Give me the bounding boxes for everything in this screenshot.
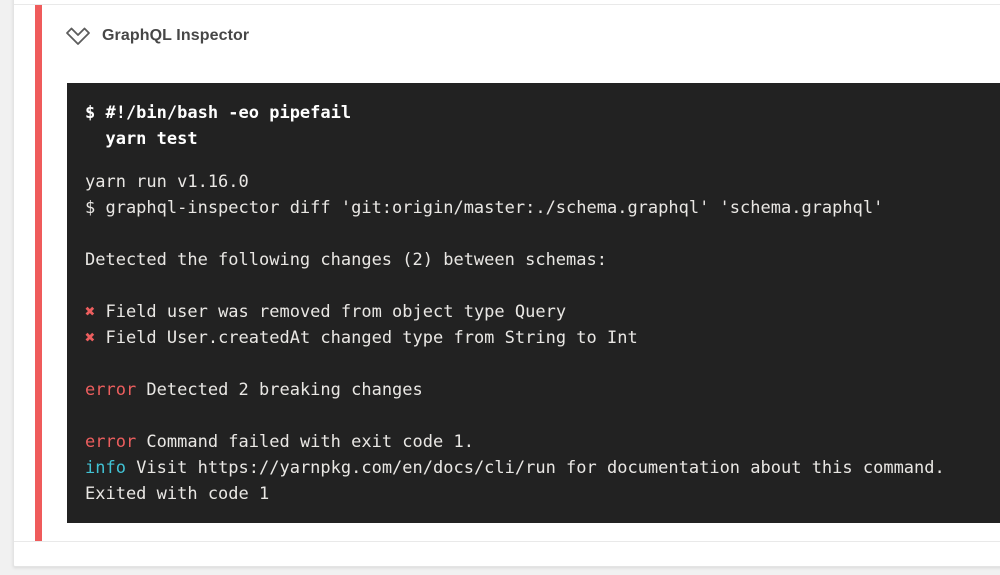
terminal-blank-line — [85, 273, 1000, 299]
terminal-line: Detected the following changes (2) betwe… — [85, 247, 1000, 273]
terminal-text: $ #!/bin/bash -eo pipefail — [85, 103, 352, 123]
terminal-blank-line — [85, 221, 1000, 247]
card-footer-stub — [14, 542, 1000, 566]
error-label: error — [85, 432, 137, 452]
terminal-text: $ graphql-inspector diff 'git:origin/mas… — [85, 198, 884, 218]
terminal-text: yarn run v1.16.0 — [85, 172, 249, 192]
terminal-blank-line — [85, 152, 1000, 169]
terminal-line: $ #!/bin/bash -eo pipefail — [85, 100, 1000, 126]
job-row: GraphQL Inspector $ #!/bin/bash -eo pipe… — [14, 4, 1000, 542]
job-header[interactable]: GraphQL Inspector — [14, 5, 1000, 47]
terminal-line: yarn test — [85, 126, 1000, 152]
terminal-text: Field User.createdAt changed type from S… — [95, 328, 638, 348]
terminal-text: Visit https://yarnpkg.com/en/docs/cli/ru… — [125, 458, 945, 478]
breaking-change-cross-icon: ✖ — [85, 328, 96, 348]
terminal-text: Command failed with exit code 1. — [136, 432, 474, 452]
terminal-line: yarn run v1.16.0 — [85, 169, 1000, 195]
terminal-line: $ graphql-inspector diff 'git:origin/mas… — [85, 195, 1000, 221]
terminal-blank-line — [85, 351, 1000, 377]
terminal-line: ✖ Field User.createdAt changed type from… — [85, 325, 1000, 351]
terminal-output-panel: $ #!/bin/bash -eo pipefail yarn test yarn… — [67, 83, 1000, 523]
terminal-text: Field user was removed from object type … — [95, 302, 567, 322]
terminal-blank-line — [85, 403, 1000, 429]
terminal-line: error Command failed with exit code 1. — [85, 429, 1000, 455]
terminal-line: error Detected 2 breaking changes — [85, 377, 1000, 403]
terminal-line: Exited with code 1 — [85, 481, 1000, 507]
job-status-accent-bar — [35, 5, 42, 541]
job-card: GraphQL Inspector $ #!/bin/bash -eo pipe… — [13, 0, 1000, 567]
error-label: error — [85, 380, 137, 400]
terminal-text: Exited with code 1 — [85, 484, 270, 504]
chevron-double-down-icon[interactable] — [64, 25, 92, 47]
terminal-output: $ #!/bin/bash -eo pipefail yarn test yarn… — [85, 100, 1000, 507]
terminal-text: Detected 2 breaking changes — [136, 380, 423, 400]
job-title: GraphQL Inspector — [102, 27, 250, 44]
terminal-line: ✖ Field user was removed from object typ… — [85, 299, 1000, 325]
terminal-text: Detected the following changes (2) betwe… — [85, 250, 607, 270]
info-label: info — [85, 458, 126, 478]
breaking-change-cross-icon: ✖ — [85, 302, 96, 322]
terminal-line: info Visit https://yarnpkg.com/en/docs/c… — [85, 455, 1000, 481]
terminal-text: yarn test — [85, 129, 198, 149]
